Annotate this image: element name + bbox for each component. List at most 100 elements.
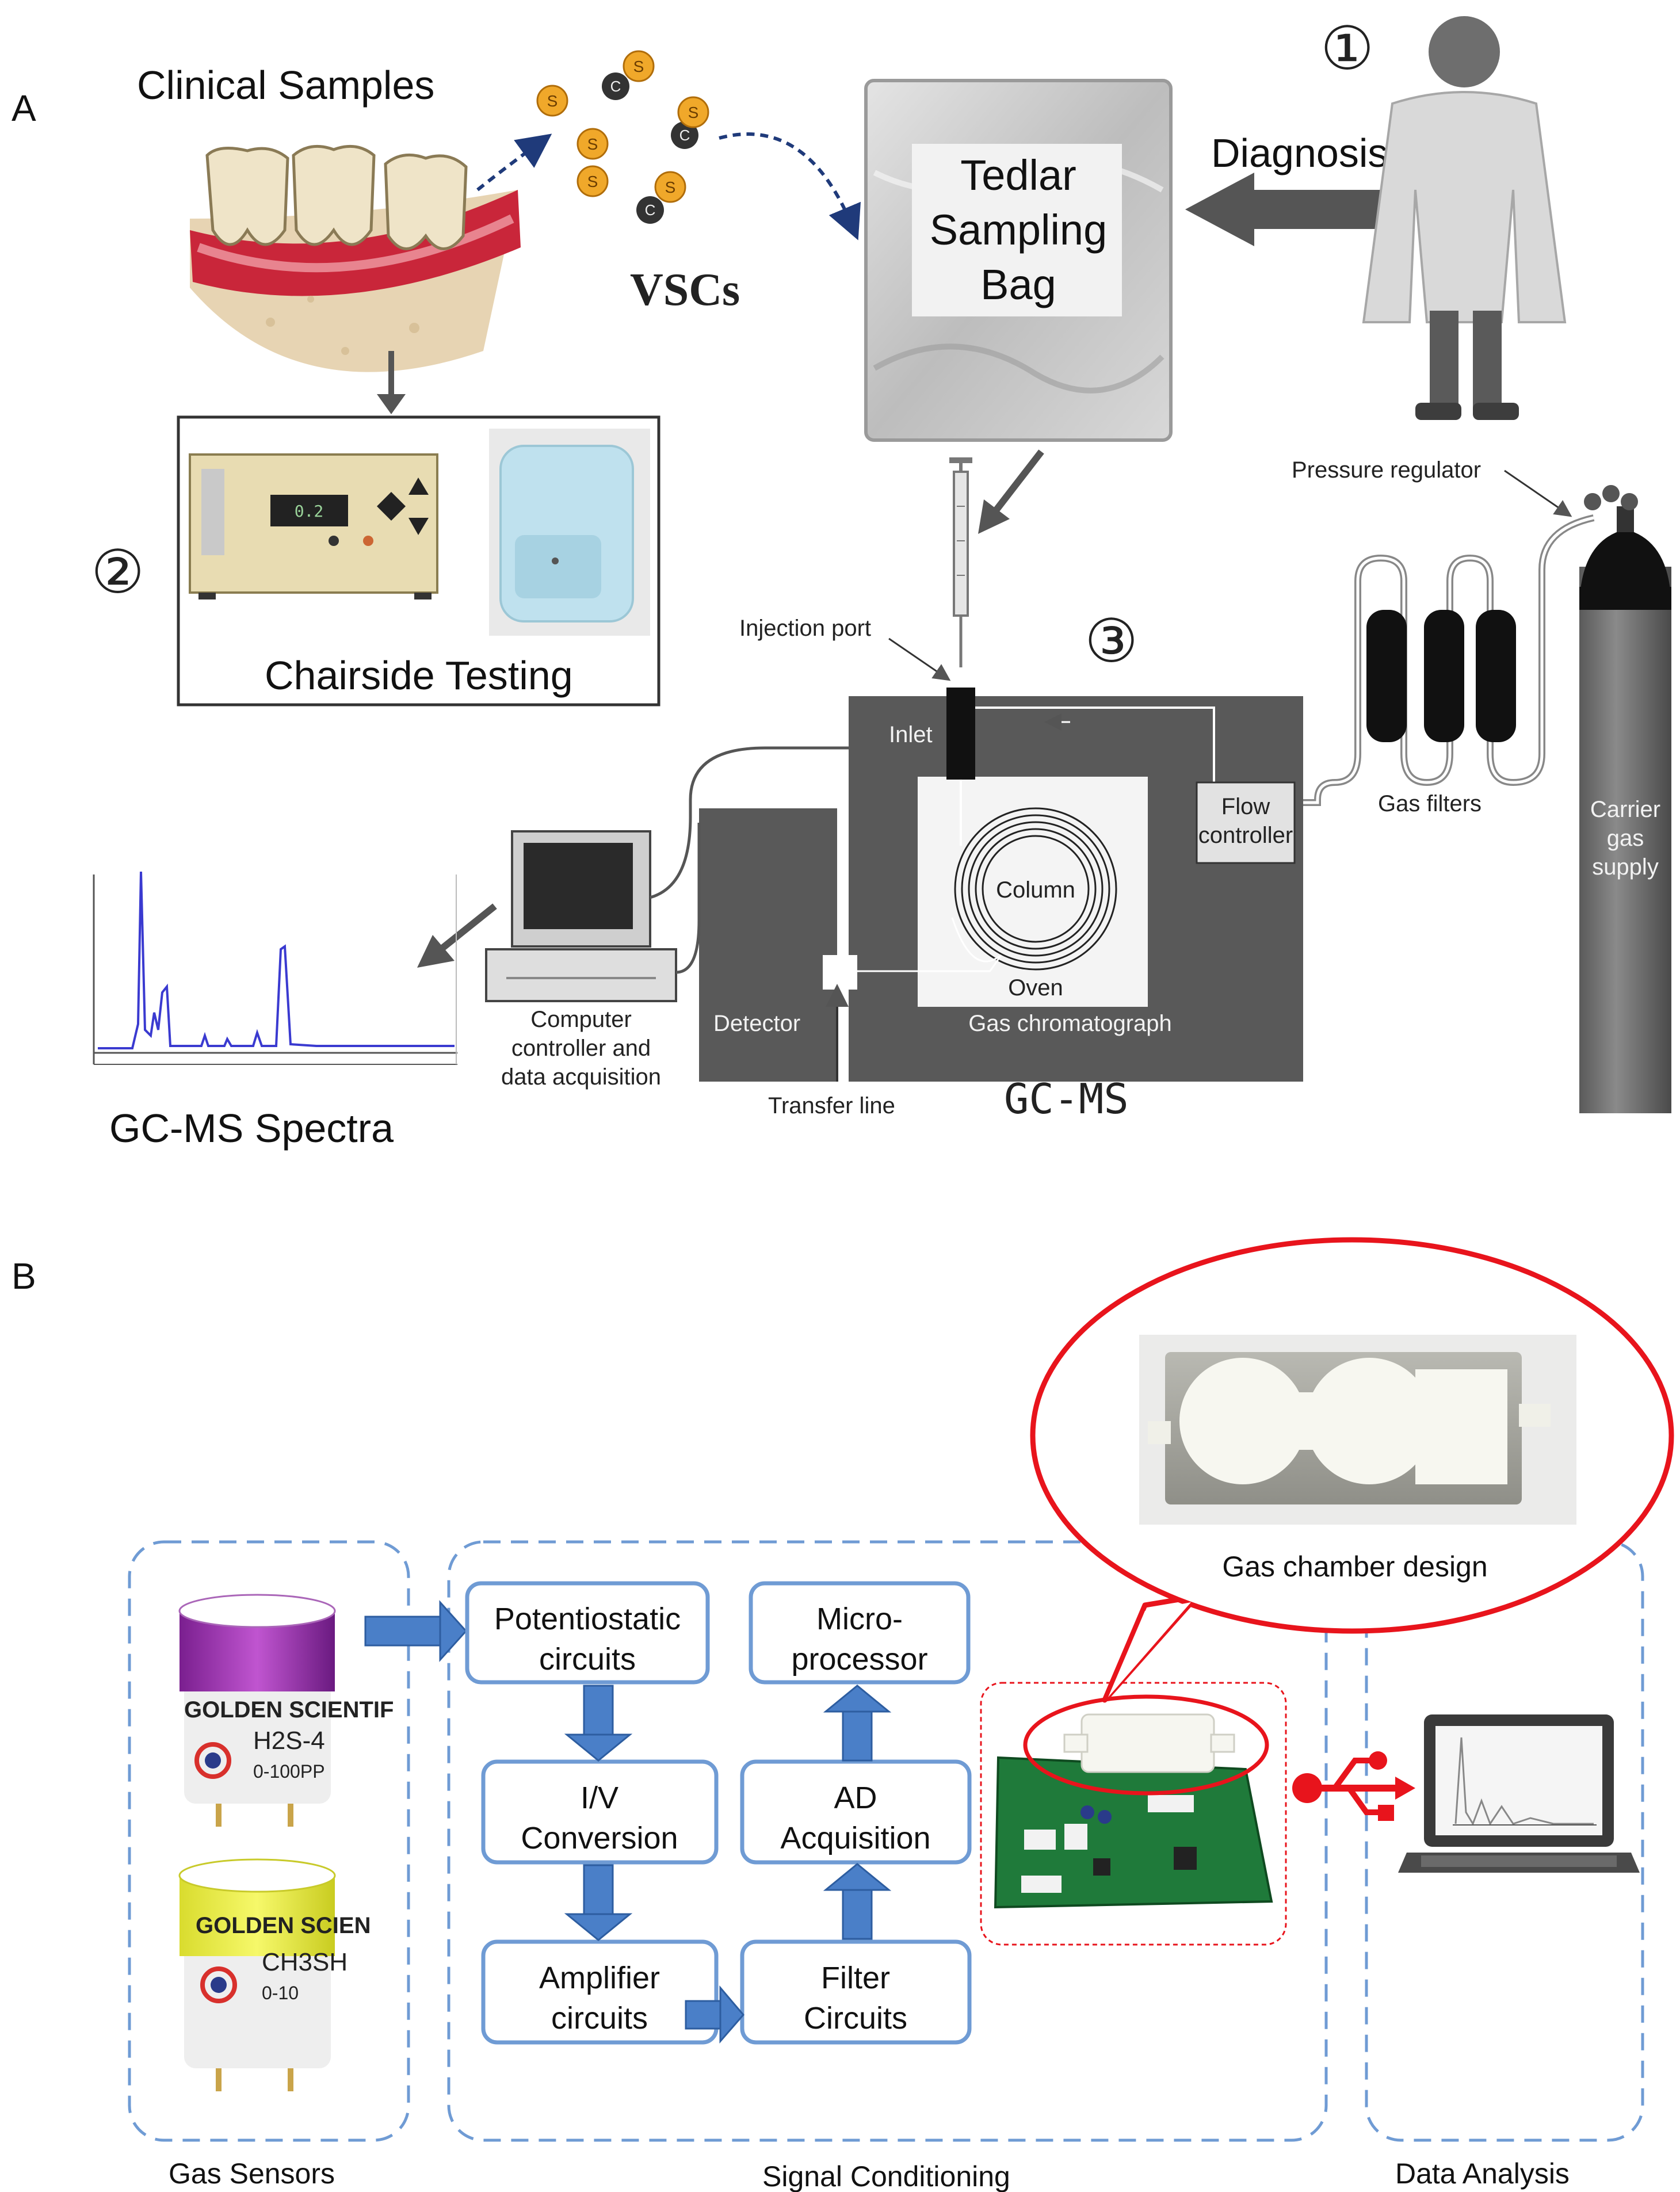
box-amplifier: Amplifier circuits — [481, 1939, 719, 2045]
panel-a-label: A — [12, 87, 36, 129]
svg-text:C: C — [645, 201, 656, 219]
flow-controller-line-1: Flow — [1221, 794, 1270, 819]
svg-text:S: S — [547, 92, 558, 110]
step-3-marker: ③ — [1085, 608, 1138, 675]
box-iv-line-2: Conversion — [521, 1821, 678, 1855]
sensors-to-potentiostatic-arrow — [364, 1600, 468, 1662]
detector: Detector — [699, 808, 857, 1082]
portable-breath-device — [489, 429, 650, 636]
pcb-highlight-frame — [980, 1682, 1287, 1946]
carrier-gas-tank: Carrier gas supply — [1579, 485, 1671, 1113]
vscs-label: VSCs — [630, 265, 740, 315]
arrow-amplifier-to-filter — [685, 1985, 744, 2044]
vsc-molecules: S C S S C S S S C — [536, 50, 709, 224]
pcb-board — [994, 1713, 1273, 1909]
diagnosis-arrow — [1185, 173, 1398, 246]
svg-text:C: C — [610, 78, 621, 95]
gas-chamber-label: Gas chamber design — [1222, 1551, 1487, 1583]
svg-text:S: S — [587, 135, 598, 153]
group-signal-conditioning — [447, 1540, 1328, 2142]
ch3sh-sensor-brand: GOLDEN SCIEN — [196, 1913, 371, 1938]
chamber-on-board-highlight — [1023, 1694, 1269, 1796]
arrow-iv-to-amplifier — [564, 1864, 633, 1941]
gas-chamber-callout: Gas chamber design — [1030, 1237, 1674, 1703]
box-iv-line-1: I/V — [581, 1781, 618, 1815]
gas-chromatograph-label: Gas chromatograph — [968, 1011, 1172, 1036]
gas-chromatograph: Column Oven Gas chromatograph Inlet — [828, 688, 1303, 1082]
gas-chamber-photo — [1139, 1335, 1576, 1525]
halimeter-device: 0.2 — [189, 453, 438, 599]
svg-text:S: S — [665, 178, 676, 196]
flow-controller-line-2: controller — [1198, 823, 1293, 848]
inlet-label: Inlet — [889, 722, 933, 747]
arrow-filter-to-ad — [823, 1863, 892, 1940]
ch3sh-sensor: GOLDEN SCIEN CH3SH 0-10 — [178, 1858, 371, 2091]
h2s-sensor-model: H2S-4 — [253, 1727, 325, 1755]
group-data-analysis-label: Data Analysis — [1395, 2157, 1570, 2190]
oven-label: Oven — [1008, 975, 1063, 1000]
teeth-to-vsc-arrow — [476, 133, 552, 192]
pressure-regulator-pointer — [1504, 469, 1572, 517]
column-coil — [954, 807, 1117, 971]
box-potentiostatic-line-1: Potentiostatic — [494, 1602, 681, 1636]
computer-line-3: data acquisition — [501, 1064, 661, 1090]
step-1-marker: ① — [1320, 16, 1374, 82]
pressure-regulator-label: Pressure regulator — [1292, 457, 1481, 483]
flow-controller: Flow controller — [1196, 781, 1296, 864]
box-micro-line-1: Micro- — [816, 1602, 903, 1636]
tedlar-line-3: Bag — [980, 261, 1056, 308]
gcms-spectra-label: GC-MS Spectra — [109, 1106, 394, 1151]
svg-text:S: S — [688, 104, 699, 121]
box-filter-line-2: Circuits — [804, 2001, 907, 2036]
gas-filters-label: Gas filters — [1378, 791, 1482, 816]
box-filter: Filter Circuits — [740, 1939, 972, 2045]
box-microprocessor: Micro- processor — [749, 1581, 971, 1685]
svg-text:0.2: 0.2 — [295, 502, 324, 521]
computer-line-2: controller and — [511, 1036, 651, 1061]
teeth-to-chairside-arrow — [377, 351, 406, 414]
box-amplifier-line-2: circuits — [551, 2001, 648, 2036]
computer-icon — [485, 746, 849, 1002]
detector-label: Detector — [713, 1011, 800, 1036]
vsc-to-bag-arrow — [719, 132, 861, 240]
doctor-icon — [1362, 16, 1567, 420]
chairside-label: Chairside Testing — [265, 653, 573, 698]
gcms-label: GC-MS — [1004, 1075, 1129, 1123]
laptop-icon — [1398, 1714, 1640, 1873]
carrier-gas-line-1: Carrier — [1590, 797, 1660, 822]
column-label: Column — [996, 877, 1075, 903]
box-ad-acquisition: AD Acquisition — [740, 1759, 972, 1865]
box-ad-line-1: AD — [834, 1781, 877, 1815]
box-iv-conversion: I/V Conversion — [481, 1759, 719, 1865]
usb-icon — [1292, 1751, 1415, 1821]
box-micro-line-2: processor — [791, 1642, 927, 1677]
carrier-gas-line-2: gas — [1607, 826, 1644, 851]
box-filter-line-1: Filter — [821, 1961, 890, 1995]
carrier-gas-line-3: supply — [1592, 854, 1659, 880]
arrow-potentiostatic-to-iv — [564, 1685, 633, 1762]
group-gas-sensors-label: Gas Sensors — [169, 2157, 335, 2190]
arrow-ad-to-micro — [823, 1685, 892, 1762]
tedlar-line-2: Sampling — [930, 206, 1108, 254]
clinical-samples-label: Clinical Samples — [137, 63, 434, 108]
svg-text:S: S — [587, 173, 598, 190]
bag-to-syringe-arrow — [978, 449, 1044, 534]
diagnosis-label: Diagnosis — [1211, 131, 1388, 175]
injection-port-label: Injection port — [739, 616, 871, 641]
group-gas-sensors — [128, 1540, 410, 2142]
h2s-sensor-range: 0-100PP — [253, 1761, 325, 1782]
h2s-sensor-brand: GOLDEN SCIENTIF — [184, 1697, 394, 1723]
group-data-analysis — [1365, 1540, 1644, 2142]
group-signal-conditioning-label: Signal Conditioning — [762, 2160, 1010, 2192]
ch3sh-sensor-model: CH3SH — [262, 1948, 348, 1976]
transfer-line-label: Transfer line — [768, 1093, 895, 1118]
tedlar-sampling-bag: Tedlar Sampling Bag — [864, 79, 1173, 442]
box-potentiostatic-line-2: circuits — [539, 1642, 636, 1677]
gcms-spectrum-plot — [93, 871, 457, 1065]
panel-b-label: B — [12, 1255, 36, 1297]
h2s-sensor: GOLDEN SCIENTIF H2S-4 0-100PP — [178, 1594, 394, 1827]
box-potentiostatic: Potentiostatic circuits — [465, 1581, 710, 1685]
teeth-illustration — [190, 144, 521, 372]
injection-port-pointer — [888, 637, 951, 681]
syringe — [949, 457, 972, 667]
